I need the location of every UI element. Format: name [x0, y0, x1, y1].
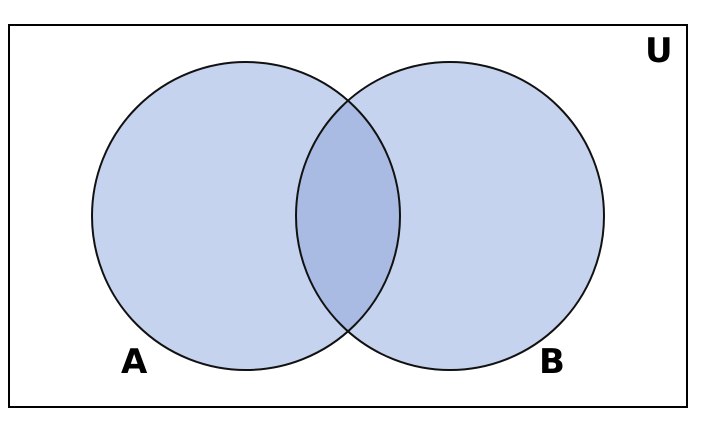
set-b-outline: [295, 61, 605, 371]
set-a-label: A: [121, 342, 148, 382]
universe-label: U: [645, 31, 673, 71]
set-a-outline: [91, 61, 401, 371]
intersection-region: [296, 62, 400, 370]
set-b-label: B: [539, 342, 565, 382]
